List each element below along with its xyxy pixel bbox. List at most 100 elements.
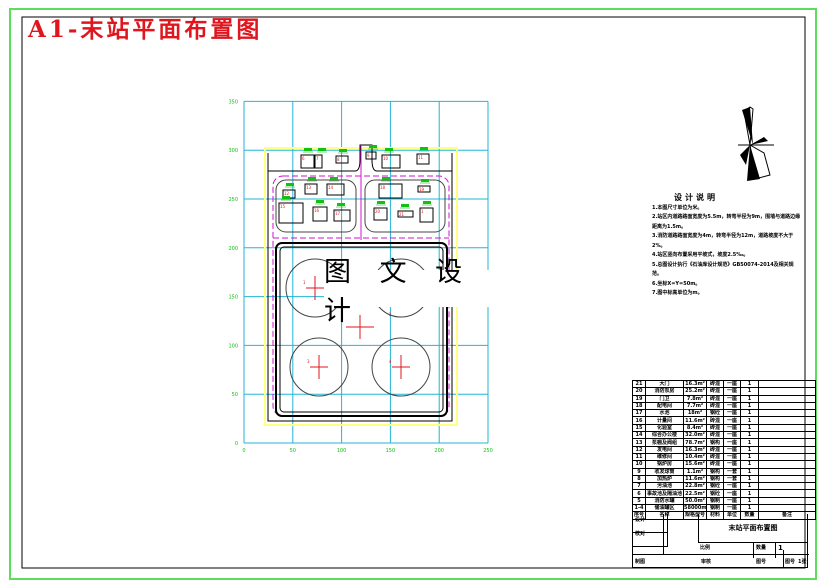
dimension-label: [330, 177, 338, 180]
table-cell: 1: [740, 423, 759, 433]
table-cell: 18m²: [683, 409, 707, 418]
building-number: 8: [337, 157, 340, 162]
table-cell: 一座: [723, 379, 741, 389]
table-cell: 8.4m²: [683, 423, 707, 433]
table-cell: 储油罐区: [645, 504, 684, 513]
table-cell: 32.0m²: [683, 431, 707, 440]
table-cell: 11.6m²: [683, 474, 707, 484]
table-cell: 砖混: [706, 387, 724, 396]
building: [312, 206, 328, 222]
drawing-name: 末站平面布置图: [698, 514, 808, 543]
table-cell: [758, 474, 816, 484]
x-tick-label: 150: [386, 448, 396, 454]
building: [300, 154, 315, 169]
building-number: 13: [306, 185, 312, 190]
qty-value: 1: [775, 542, 808, 558]
table-cell: 10: [632, 460, 646, 469]
table-cell: [758, 489, 816, 498]
table-cell: 一座: [723, 387, 741, 396]
building-number: 10: [383, 156, 389, 161]
table-cell: 一座: [723, 401, 741, 411]
dimension-label: [316, 200, 324, 203]
table-cell: 备注: [758, 511, 816, 520]
table-row: 序号名称规格型号材料单位数量备注: [632, 511, 816, 520]
building: [314, 154, 323, 169]
note-line: 2.站区内道路路面宽度为5.5m，转弯半径为9m，围墙与道路边缘距离为1.5m。: [652, 214, 801, 230]
table-cell: 7.8m²: [683, 394, 707, 403]
table-cell: 污油池: [645, 482, 684, 491]
building-number: 7: [316, 156, 319, 161]
table-cell: 1: [740, 474, 759, 484]
approve-label: 审核: [701, 559, 712, 565]
dimension-label: [421, 179, 429, 182]
sheet-no-label: 图号: [756, 559, 767, 565]
table-cell: 加热炉: [645, 474, 684, 484]
table-cell: 一座: [723, 423, 741, 433]
table-cell: 1: [740, 438, 759, 447]
building: [397, 210, 414, 218]
table-cell: 一座: [723, 445, 741, 454]
table-cell: 50.0m²: [683, 496, 707, 506]
table-cell: 1: [740, 482, 759, 491]
table-cell: 一座: [723, 416, 741, 425]
building: [416, 153, 430, 165]
table-cell: [758, 394, 816, 403]
table-cell: 一座: [723, 482, 741, 491]
dimension-label: [385, 148, 393, 151]
table-cell: 砖混: [706, 431, 724, 440]
table-cell: 16.3m²: [683, 445, 707, 454]
table-cell: 消防泵房: [645, 387, 684, 396]
y-tick-label: 200: [228, 246, 238, 252]
table-cell: 1: [740, 496, 759, 506]
table-cell: 钢制: [706, 504, 724, 513]
dimension-label: [369, 145, 377, 148]
table-cell: 10.4m²: [683, 452, 707, 462]
design-label: 设计: [633, 514, 668, 533]
y-tick-label: 0: [235, 441, 238, 447]
table-cell: [758, 445, 816, 454]
building: [365, 151, 377, 160]
table-cell: 泵棚及阀组: [645, 438, 684, 447]
table-cell: 1: [740, 489, 759, 498]
table-cell: 一座: [723, 438, 741, 447]
table-cell: 消防水罐: [645, 496, 684, 506]
note-line: 6.坐标X=Y=50m。: [652, 280, 701, 287]
x-tick-label: 50: [290, 448, 296, 454]
building-number: 20: [375, 209, 381, 214]
building-number: 11: [418, 155, 424, 160]
table-cell: 收发球筒: [645, 467, 684, 476]
wind-rose-icon: [738, 106, 774, 181]
table-cell: [758, 401, 816, 411]
table-cell: 砖混: [706, 401, 724, 411]
dimension-label: [339, 149, 347, 152]
table-cell: 1: [740, 387, 759, 396]
building: [417, 185, 431, 193]
dimension-label: [382, 177, 390, 180]
note-line: 5.总图设计执行《石油库设计规范》GB50074-2014及相关规范。: [652, 261, 794, 278]
table-cell: 1: [740, 452, 759, 462]
table-cell: 1: [740, 416, 759, 425]
building-number: 12: [284, 191, 290, 196]
tank-label: 3: [307, 359, 310, 364]
building-number: 6: [302, 156, 305, 161]
dimension-label: [282, 196, 290, 199]
table-cell: 5: [632, 496, 646, 506]
x-tick-label: 100: [337, 448, 347, 454]
table-cell: 11: [632, 452, 646, 462]
watermark: 图 文 设 计: [324, 257, 497, 327]
table-cell: 钢砼: [706, 409, 724, 418]
tank-farm-inner: [279, 246, 444, 413]
building: [373, 207, 388, 221]
y-tick-label: 300: [228, 148, 238, 154]
